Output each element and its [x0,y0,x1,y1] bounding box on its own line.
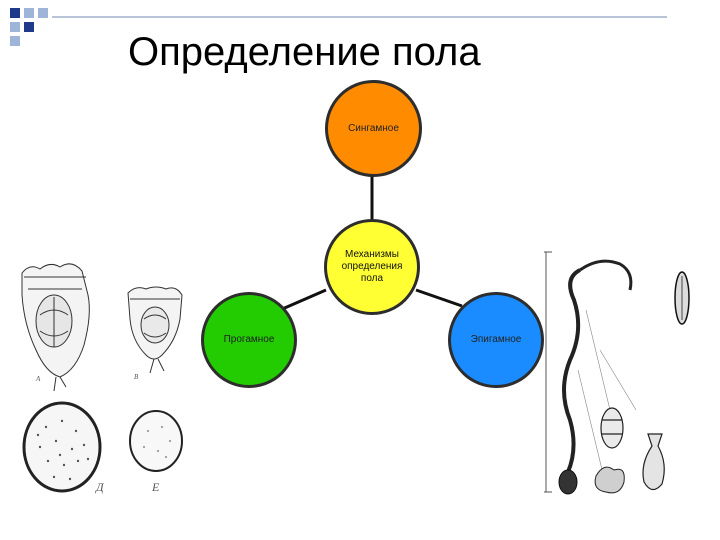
node-center-mechanisms: Механизмы определения пола [324,219,420,315]
bonellia-capsule [675,272,689,324]
rotifer-small-letter: В [134,373,139,381]
bonellia-larva [601,408,623,448]
connector-left [280,290,326,310]
node-epigamic-label: Эпигамное [471,334,522,346]
bonellia-male [643,434,664,490]
node-center-label: Механизмы определения пола [337,249,407,285]
rotifer-illustration: А В Д Е [10,255,200,515]
node-syngamic: Сингамное [325,80,422,177]
bonellia-female [559,261,631,494]
egg-small [130,411,182,471]
egg-small-letter: Е [151,480,160,494]
node-syngamic-label: Сингамное [348,123,399,135]
rotifer-large-letter: А [35,375,41,383]
node-progamic: Прогамное [201,292,297,388]
rotifer-small [128,287,182,373]
node-epigamic: Эпигамное [448,292,544,388]
node-progamic-label: Прогамное [224,334,275,346]
bonellia-illustration [540,250,715,500]
bonellia-fragment [595,467,624,493]
bonellia-pointer-lines [578,310,636,478]
egg-large-letter: Д [95,480,105,494]
rotifer-large [22,264,89,391]
bonellia-frame [544,252,552,492]
connector-right [416,290,462,306]
egg-large [24,403,100,491]
